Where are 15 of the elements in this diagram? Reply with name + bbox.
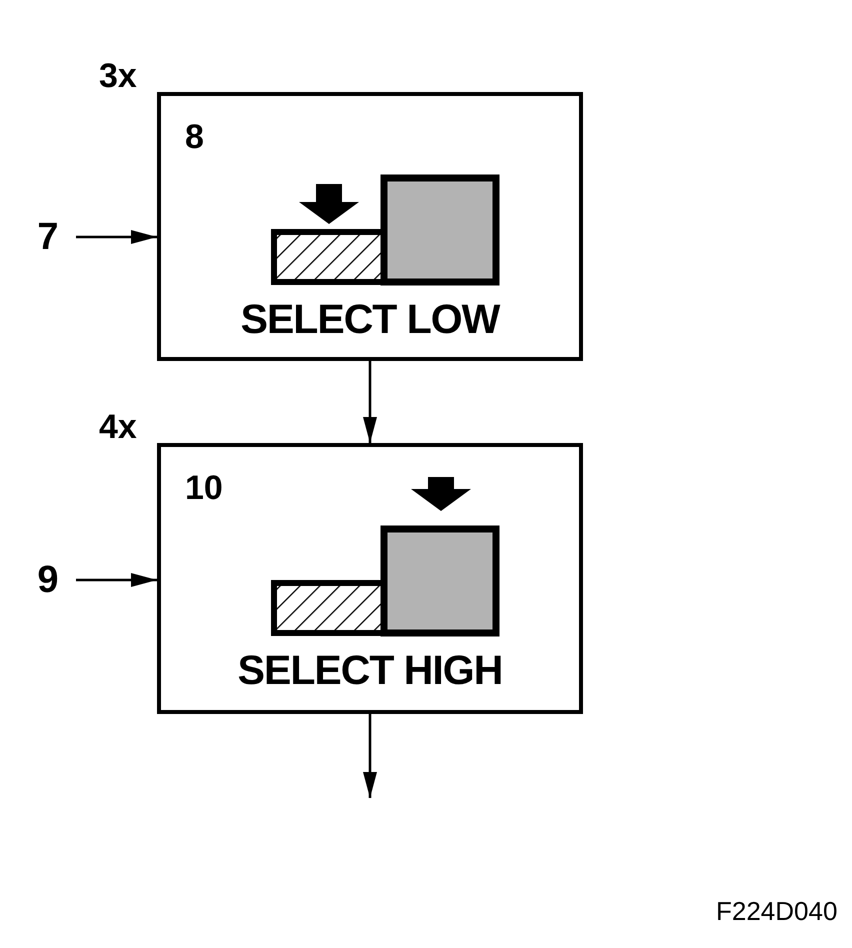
multiplier-label: 4x: [99, 408, 137, 447]
multiplier-label: 3x: [99, 57, 137, 96]
arrow: [76, 573, 157, 587]
process-box: [157, 443, 583, 714]
input-number: 9: [26, 555, 70, 605]
figure-code: F224D040: [716, 896, 838, 927]
arrow: [363, 361, 377, 443]
arrow: [363, 714, 377, 798]
arrow: [76, 230, 157, 244]
process-box: [157, 92, 583, 361]
step-number: 8: [185, 118, 204, 157]
input-number: 7: [26, 212, 70, 262]
step-number: 10: [185, 469, 223, 508]
box-title: SELECT HIGH: [236, 647, 504, 694]
box-title: SELECT LOW: [240, 296, 502, 343]
